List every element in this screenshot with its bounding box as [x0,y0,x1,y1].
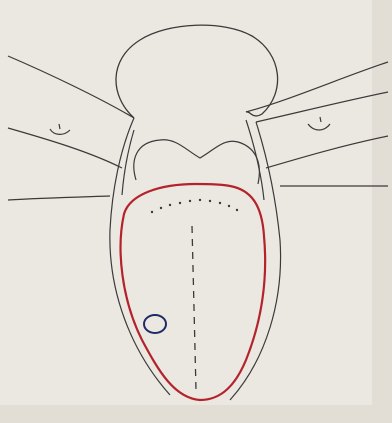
paper-shadow-bottom [0,405,392,423]
